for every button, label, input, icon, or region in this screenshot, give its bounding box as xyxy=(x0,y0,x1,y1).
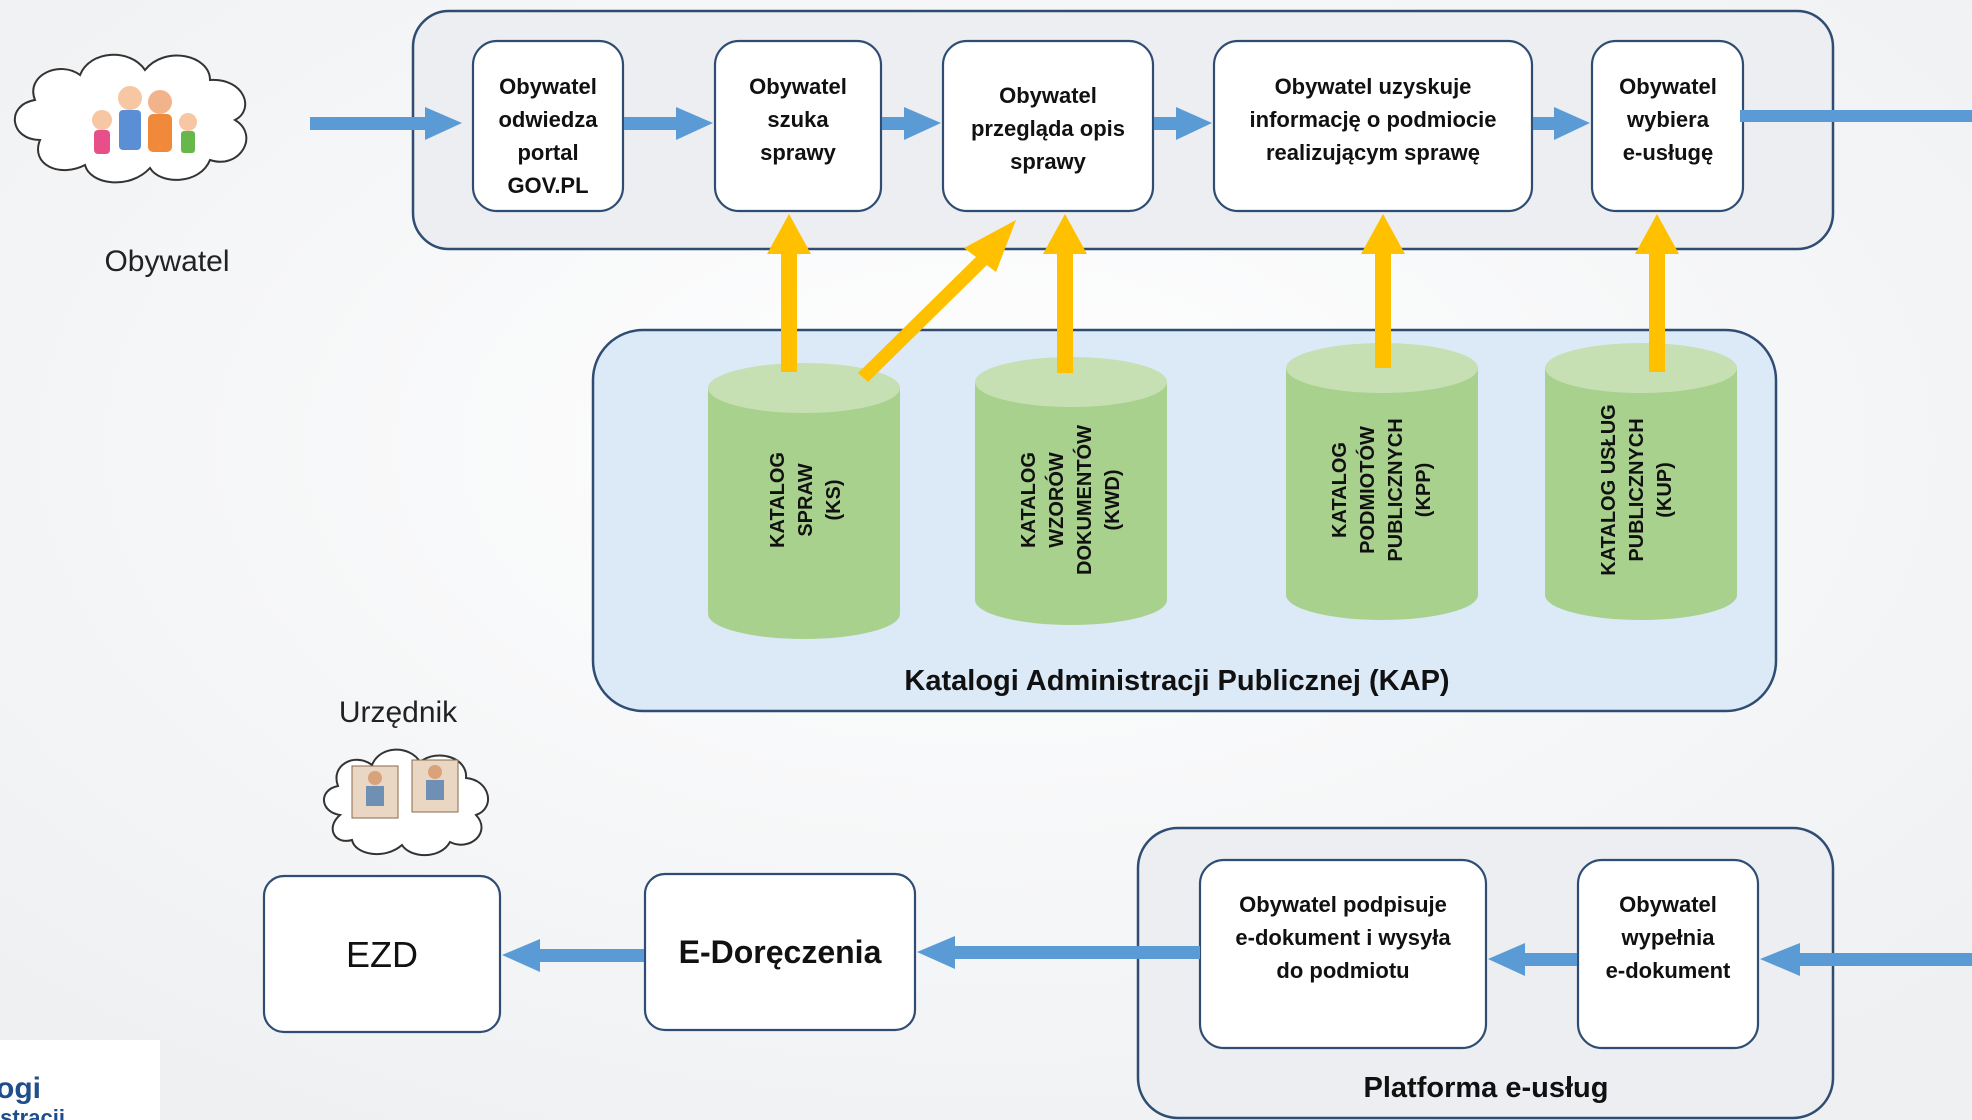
arrow-fill-to-sign xyxy=(1488,943,1577,976)
official-label: Urzędnik xyxy=(339,696,458,729)
svg-text:DOKUMENTÓW: DOKUMENTÓW xyxy=(1072,425,1096,575)
ezd-box: EZD xyxy=(262,874,502,1034)
arrow-ks-to-description xyxy=(858,220,1016,382)
svg-text:(KWD): (KWD) xyxy=(1102,469,1124,530)
arrow-kup-to-eservice xyxy=(1635,214,1679,372)
step-visit-portal: Obywatel odwiedza portal GOV.PL xyxy=(471,39,625,213)
svg-text:Obywatel: Obywatel xyxy=(1619,892,1717,917)
step-choose-eservice: Obywatel wybiera e-usługę xyxy=(1590,39,1745,213)
ezd-label: EZD xyxy=(346,934,418,975)
svg-text:KATALOG: KATALOG xyxy=(1018,452,1040,548)
step-search-case: Obywatel szuka sprawy xyxy=(713,39,883,213)
step-view-case-description: Obywatel przegląda opis sprawy xyxy=(941,39,1155,213)
arrow-kpp-to-entity-info xyxy=(1361,214,1405,368)
arrow-eservice-out xyxy=(1740,110,1972,122)
arrow-kwd-to-description xyxy=(1043,214,1087,373)
svg-text:sprawy: sprawy xyxy=(760,140,837,165)
svg-text:(KS): (KS) xyxy=(823,479,845,520)
arrow-into-fill-document xyxy=(1760,943,1972,976)
svg-text:GOV.PL: GOV.PL xyxy=(507,173,588,198)
official-cloud-icon xyxy=(323,748,489,857)
svg-text:Obywatel: Obywatel xyxy=(1619,74,1717,99)
svg-text:Obywatel podpisuje: Obywatel podpisuje xyxy=(1239,892,1447,917)
svg-text:odwiedza: odwiedza xyxy=(498,107,598,132)
svg-text:informację o podmiocie: informację o podmiocie xyxy=(1250,107,1497,132)
svg-text:WZORÓW: WZORÓW xyxy=(1044,452,1068,548)
arrow-step-3-to-4 xyxy=(1154,107,1212,140)
arrow-step-1-to-2 xyxy=(624,107,713,140)
svg-text:Obywatel: Obywatel xyxy=(499,74,597,99)
svg-text:PODMIOTÓW: PODMIOTÓW xyxy=(1355,426,1379,554)
svg-text:szuka: szuka xyxy=(767,107,829,132)
step-get-entity-info: Obywatel uzyskuje informację o podmiocie… xyxy=(1212,39,1534,213)
svg-text:Obywatel uzyskuje: Obywatel uzyskuje xyxy=(1275,74,1472,99)
kap-title: Katalogi Administracji Publicznej (KAP) xyxy=(904,665,1449,697)
svg-text:(KUP): (KUP) xyxy=(1654,462,1676,518)
svg-text:wybiera: wybiera xyxy=(1626,107,1710,132)
step-sign-send-document: Obywatel podpisuje e-dokument i wysyła d… xyxy=(1198,858,1488,1050)
svg-text:KATALOG: KATALOG xyxy=(1329,442,1351,538)
citizen-cloud-icon xyxy=(14,53,248,184)
citizen-label: Obywatel xyxy=(104,245,229,278)
svg-text:PUBLICZNYCH: PUBLICZNYCH xyxy=(1385,418,1407,561)
svg-text:Obywatel: Obywatel xyxy=(749,74,847,99)
arrow-step-4-to-5 xyxy=(1533,107,1590,140)
svg-text:KATALOG: KATALOG xyxy=(767,452,789,548)
svg-text:Obywatel: Obywatel xyxy=(999,83,1097,108)
svg-text:realizującym sprawę: realizującym sprawę xyxy=(1266,140,1480,165)
svg-text:PUBLICZNYCH: PUBLICZNYCH xyxy=(1626,418,1648,561)
e-delivery-label: E-Doręczenia xyxy=(679,934,882,970)
svg-text:sprawy: sprawy xyxy=(1010,149,1087,174)
arrow-e-delivery-to-ezd xyxy=(502,939,644,972)
svg-text:e-usługę: e-usługę xyxy=(1623,140,1713,165)
arrow-citizen-to-portal xyxy=(310,107,462,140)
svg-text:do podmiotu: do podmiotu xyxy=(1276,958,1409,983)
svg-text:e-dokument: e-dokument xyxy=(1606,958,1731,983)
svg-text:e-dokument i wysyła: e-dokument i wysyła xyxy=(1235,925,1451,950)
catalog-kpp-cylinder: KATALOG PODMIOTÓW PUBLICZNYCH (KPP) xyxy=(1286,343,1478,620)
svg-text:(KPP): (KPP) xyxy=(1413,463,1435,517)
arrow-ks-to-search xyxy=(767,214,811,372)
svg-text:KATALOG USŁUG: KATALOG USŁUG xyxy=(1598,404,1620,575)
step-fill-document: Obywatel wypełnia e-dokument xyxy=(1576,858,1760,1050)
logo-text-line-1: ogi xyxy=(0,1072,41,1105)
svg-text:SPRAW: SPRAW xyxy=(795,463,817,536)
catalog-kwd-cylinder: KATALOG WZORÓW DOKUMENTÓW (KWD) xyxy=(975,357,1167,625)
svg-text:wypełnia: wypełnia xyxy=(1621,925,1716,950)
logo-area xyxy=(0,1040,160,1120)
catalog-kup-cylinder: KATALOG USŁUG PUBLICZNYCH (KUP) xyxy=(1545,343,1737,620)
platform-title: Platforma e-usług xyxy=(1364,1072,1609,1104)
svg-text:przegląda opis: przegląda opis xyxy=(971,116,1125,141)
svg-text:portal: portal xyxy=(517,140,578,165)
logo-text-line-2: istracji xyxy=(0,1105,65,1120)
catalog-ks-cylinder: KATALOG SPRAW (KS) xyxy=(708,363,900,639)
arrow-step-2-to-3 xyxy=(882,107,941,140)
e-delivery-box: E-Doręczenia xyxy=(643,872,917,1032)
arrow-platform-to-e-delivery xyxy=(917,936,1200,969)
